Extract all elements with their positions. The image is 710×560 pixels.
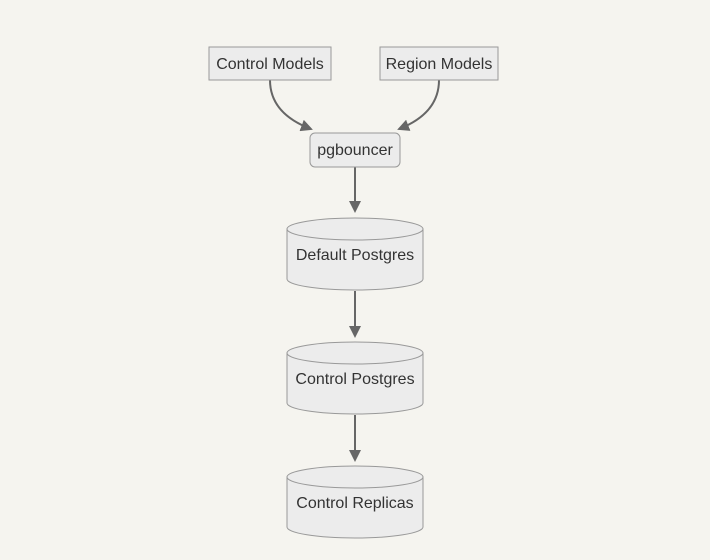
node-region-models: Region Models xyxy=(379,46,499,81)
node-control-replicas: Control Replicas xyxy=(286,465,424,539)
control-replicas-label: Control Replicas xyxy=(296,495,413,512)
default-postgres-cylinder xyxy=(286,217,424,291)
control-models-label: Control Models xyxy=(216,56,324,73)
pgbouncer-box xyxy=(309,132,401,168)
pgbouncer-label: pgbouncer xyxy=(317,142,393,159)
node-default-postgres: Default Postgres xyxy=(286,217,424,291)
region-models-label: Region Models xyxy=(386,56,493,73)
control-replicas-cylinder-lip xyxy=(286,476,424,489)
edge-group xyxy=(269,79,440,462)
control-postgres-cylinder xyxy=(286,341,424,415)
region-models-box xyxy=(379,46,499,81)
control-postgres-cylinder-lip xyxy=(286,352,424,365)
node-control-models: Control Models xyxy=(208,46,332,81)
node-control-postgres: Control Postgres xyxy=(286,341,424,415)
default-postgres-cylinder-lip xyxy=(286,228,424,241)
edge-control-models-to-pgbouncer xyxy=(269,79,313,132)
control-replicas-cylinder xyxy=(286,465,424,539)
control-postgres-label: Control Postgres xyxy=(295,371,414,388)
edge-region-models-to-pgbouncer xyxy=(397,79,440,131)
control-models-box xyxy=(208,46,332,81)
node-pgbouncer: pgbouncer xyxy=(309,132,401,168)
default-postgres-label: Default Postgres xyxy=(296,247,414,264)
